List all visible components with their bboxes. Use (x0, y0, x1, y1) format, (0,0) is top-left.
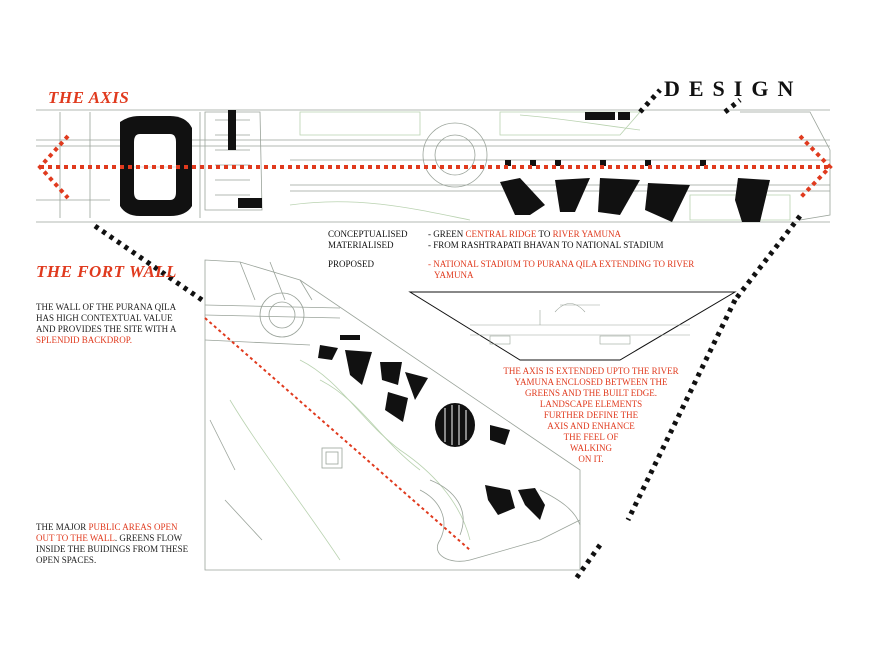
public-text-line: INSIDE THE BUIDINGS FROM THESE (36, 544, 189, 554)
concept-row-materialised: MATERIALISED - FROM RASHTRAPATI BHAVAN T… (328, 240, 698, 251)
proposed-text-line-2: YAMUNA (434, 270, 474, 280)
proposed-text-line-1: - NATIONAL STADIUM TO PURANA QILA EXTEND… (428, 259, 695, 269)
axis-note-line: AXIS AND ENHANCE (547, 421, 635, 431)
axis-note-line: FURTHER DEFINE THE (543, 410, 639, 420)
axis-note-line: WALKING (570, 443, 612, 453)
axis-note: THE AXIS IS EXTENDED UPTO THE RIVER YAMU… (486, 366, 696, 465)
page-title: DESIGN (664, 76, 803, 101)
axis-heading: THE AXIS (48, 88, 130, 107)
fort-wall-heading: THE FORT WALL (36, 262, 177, 281)
fort-text-line: THE WALL OF THE PURANA QILA (36, 302, 177, 312)
public-text-line: OPEN SPACES. (36, 555, 97, 565)
out-to-wall-label: OUT TO THE WALL (36, 533, 115, 543)
concept-row-conceptualised: CONCEPTUALISED - GREEN CENTRAL RIDGE TO … (328, 229, 698, 240)
concept-row-proposed: PROPOSED - NATIONAL STADIUM TO PURANA QI… (328, 259, 698, 281)
row-mid: TO (538, 229, 551, 239)
axis-buildings (500, 112, 770, 222)
fort-wall-description: THE WALL OF THE PURANA QILA HAS HIGH CON… (36, 302, 216, 346)
axis-line (37, 134, 833, 200)
axis-section (408, 291, 737, 361)
splendid-backdrop-label: SPLENDID BACKDROP. (36, 335, 133, 345)
axis-note-line: LANDSCAPE ELEMENTS (539, 399, 643, 409)
fort-plan (204, 259, 581, 571)
stadium-block (120, 110, 262, 216)
river-yamuna-label: RIVER YAMUNA (552, 229, 622, 239)
row-label: CONCEPTUALISED (328, 229, 408, 239)
row-text: - FROM RASHTRAPATI BHAVAN TO NATIONAL ST… (428, 240, 664, 250)
public-text-suffix: . GREENS FLOW (114, 533, 183, 543)
axis-note-line: GREENS AND THE BUILT EDGE. (524, 388, 658, 398)
public-text-prefix: THE MAJOR (36, 522, 87, 532)
row-label: MATERIALISED (328, 240, 394, 250)
row-label: PROPOSED (328, 259, 375, 269)
axis-note-line: YAMUNA ENCLOSED BETWEEN THE (514, 377, 668, 387)
ellipse-hatch (444, 405, 467, 445)
fort-wall-line (204, 317, 471, 551)
fort-text-line: HAS HIGH CONTEXTUAL VALUE (36, 313, 173, 323)
central-ridge-label: CENTRAL RIDGE (465, 229, 537, 239)
concept-table: CONCEPTUALISED - GREEN CENTRAL RIDGE TO … (328, 229, 698, 281)
fort-text-line: AND PROVIDES THE SITE WITH A (36, 324, 177, 334)
axis-note-line: ON IT. (578, 454, 604, 464)
axis-note-line: THE FEEL OF (563, 432, 619, 442)
row-prefix: - GREEN (428, 229, 464, 239)
public-areas-label: PUBLIC AREAS OPEN (88, 522, 178, 532)
axis-note-line: THE AXIS IS EXTENDED UPTO THE RIVER (503, 366, 679, 376)
public-areas-description: THE MAJOR PUBLIC AREAS OPEN OUT TO THE W… (36, 522, 226, 566)
triangle-frame (93, 88, 802, 582)
